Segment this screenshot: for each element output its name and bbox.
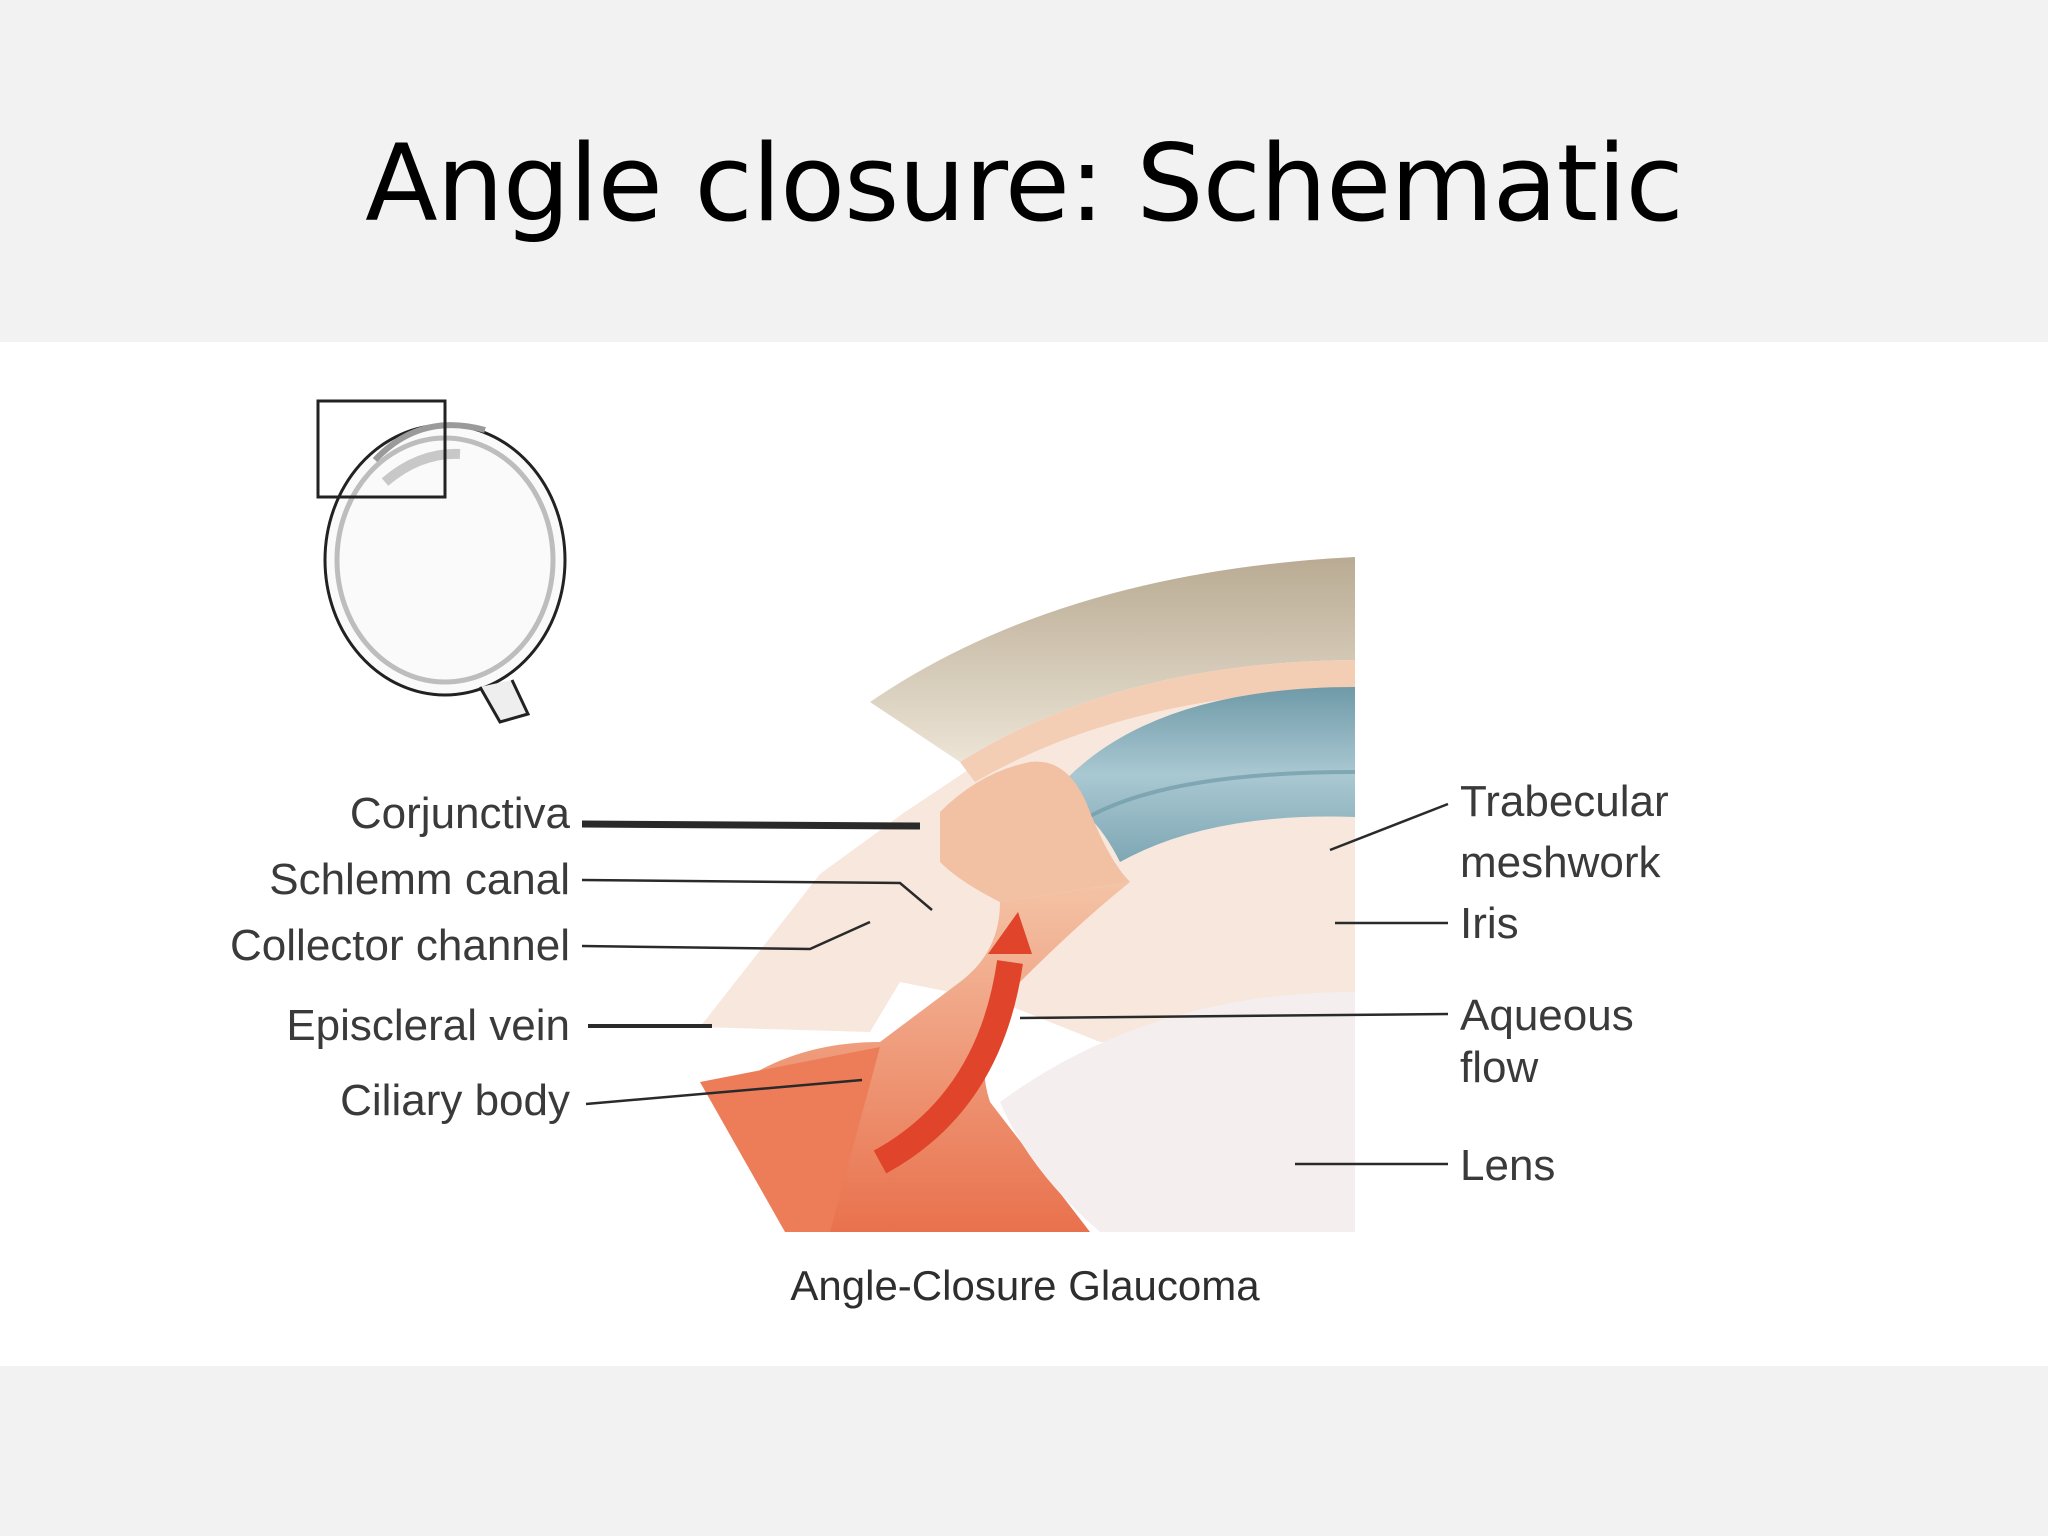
label-ciliary-body: Ciliary body bbox=[340, 1076, 570, 1125]
eye-globe-schematic bbox=[316, 399, 567, 724]
label-schlemm-canal: Schlemm canal bbox=[269, 855, 570, 904]
label-iris: Iris bbox=[1460, 899, 1519, 948]
leader-lines-left bbox=[581, 820, 933, 1106]
label-trabecular: Trabecular bbox=[1460, 777, 1669, 826]
label-collector-channel: Collector channel bbox=[230, 921, 570, 970]
angle-cross-section bbox=[700, 557, 1356, 1232]
angle-closure-diagram: Corjunctiva Schlemm canal Collector chan… bbox=[230, 399, 1669, 1309]
slide-title: Angle closure: Schematic bbox=[365, 122, 1684, 245]
label-lens: Lens bbox=[1460, 1141, 1555, 1190]
label-flow: flow bbox=[1460, 1043, 1538, 1092]
figure-panel: Corjunctiva Schlemm canal Collector chan… bbox=[0, 342, 2048, 1366]
label-episcleral-vein: Episcleral vein bbox=[286, 1001, 570, 1050]
label-aqueous: Aqueous bbox=[1460, 991, 1634, 1040]
figure-caption: Angle-Closure Glaucoma bbox=[790, 1262, 1260, 1309]
label-conjunctiva: Corjunctiva bbox=[350, 789, 571, 838]
aqueous-flow-arrow bbox=[988, 912, 1032, 954]
magnified-region-box bbox=[316, 399, 447, 499]
leader-lines-right bbox=[1019, 802, 1449, 1166]
label-meshwork: meshwork bbox=[1460, 838, 1661, 887]
